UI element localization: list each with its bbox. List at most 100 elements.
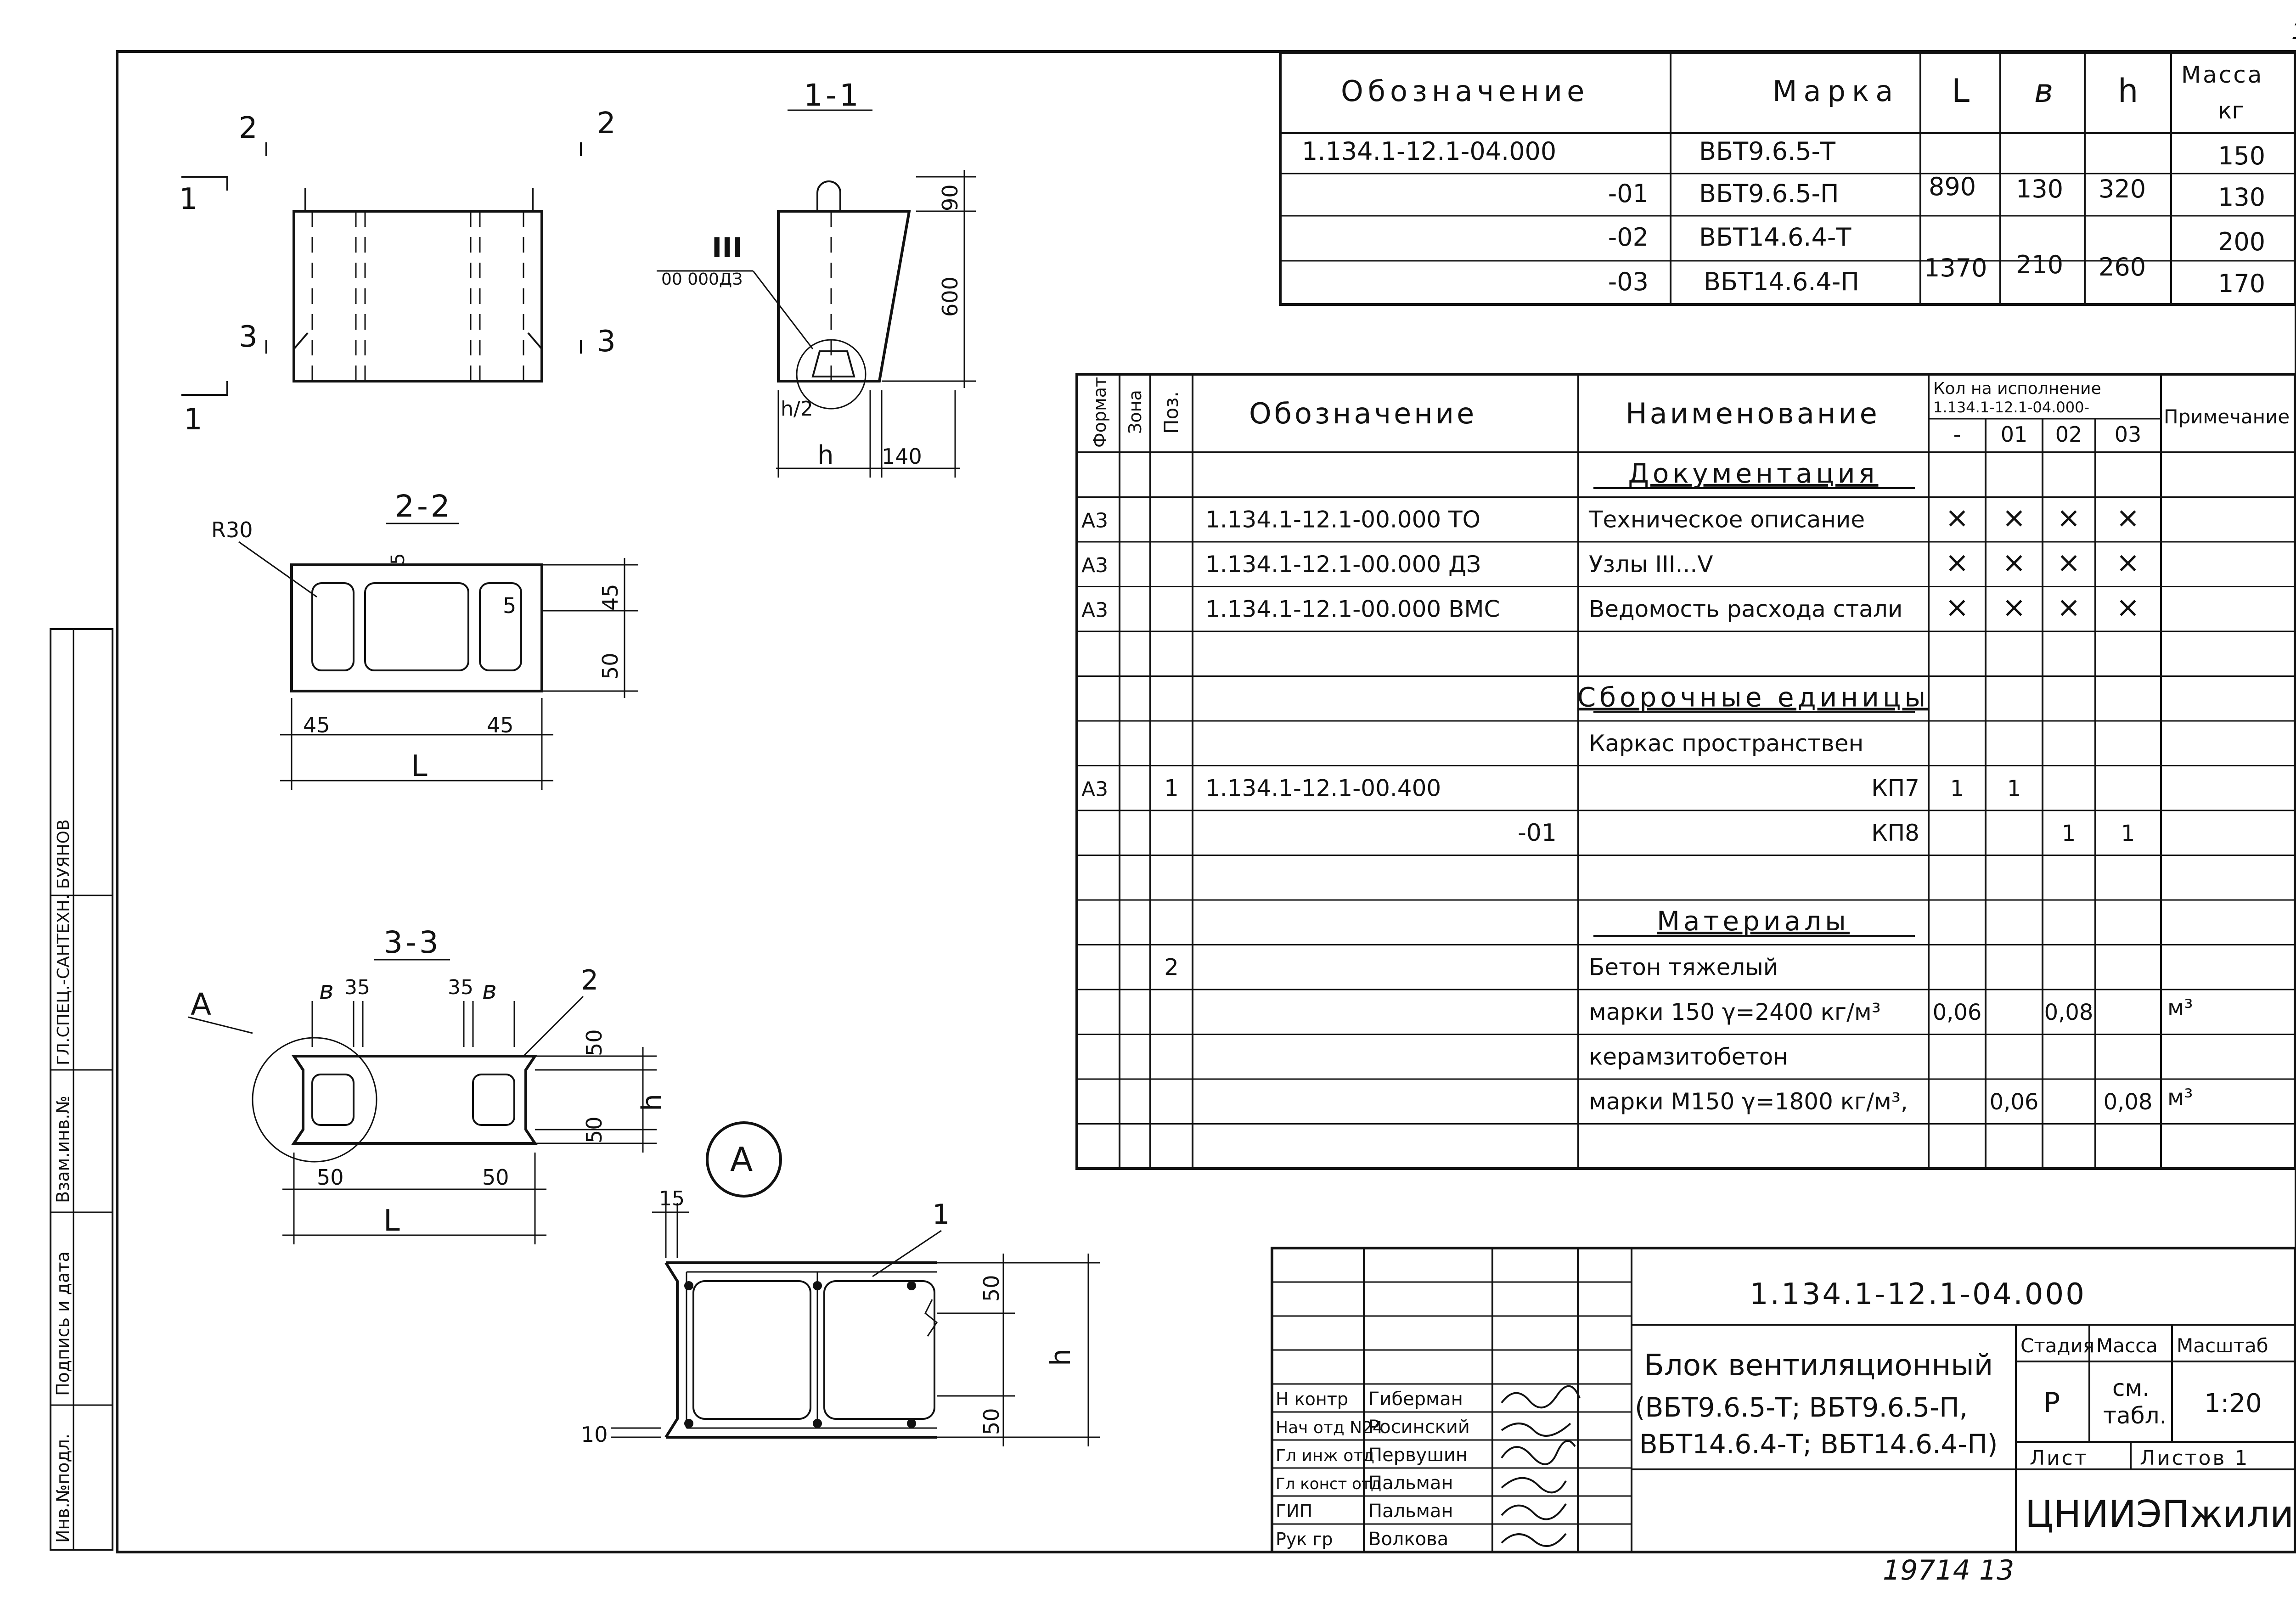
signer-role: Нач отд N24: [1276, 1418, 1383, 1437]
spec-cell-qty: ×: [2057, 591, 2081, 624]
spec-cell-name: Документация: [1628, 458, 1879, 489]
marks-row-mass: 200: [2218, 227, 2265, 256]
marks-row-mass: 170: [2218, 269, 2265, 298]
spec-header-zone: Зона: [1125, 390, 1145, 434]
dim-10: 10: [581, 1422, 608, 1447]
spec-table: [1075, 373, 2296, 1170]
title-sheets-label: Листов 1: [2140, 1446, 2249, 1470]
spec-header-qty-col: 02: [2055, 422, 2082, 447]
spec-cell-designation: 1.134.1-12.1-00.000 ТО: [1205, 506, 1480, 533]
spec-header-pos: Поз.: [1160, 391, 1182, 434]
detail-A-drawing: [611, 1121, 1100, 1446]
marks-header-mass-unit: кг: [2218, 97, 2244, 124]
dim-h: h: [817, 440, 834, 470]
dim-45: 45: [487, 713, 514, 737]
dim-50: 50: [979, 1408, 1004, 1435]
spec-cell-name: Бетон тяжелый: [1589, 954, 1778, 981]
title-mass-value: табл.: [2103, 1402, 2167, 1429]
spec-header-qty-col: 03: [2115, 422, 2142, 447]
spec-header-qty-col: -: [1953, 422, 1961, 447]
signer-name: Первушин: [1368, 1445, 1468, 1466]
title-line: Блок вентиляционный: [1644, 1349, 1993, 1383]
dim-50: 50: [582, 1116, 607, 1143]
marks-group-L: 1370: [1924, 253, 1987, 282]
stamp-inv-replace: Взам.инв.№: [53, 1096, 73, 1203]
dim-50: 50: [317, 1165, 344, 1190]
archive-number: 19714 13: [1883, 1554, 2014, 1586]
spec-cell-qty: ×: [2116, 546, 2140, 579]
signer-name: Пальман: [1368, 1501, 1453, 1522]
dim-50: 50: [482, 1165, 509, 1190]
spec-cell-qty: 0,06: [1990, 1089, 2039, 1115]
spec-cell-designation: 1.134.1-12.1-00.000 ВМС: [1205, 596, 1500, 623]
spec-cell-designation: 1.134.1-12.1-00.000 ДЗ: [1205, 551, 1481, 578]
dim-h: h: [1045, 1349, 1077, 1366]
title-block: [1271, 1247, 2296, 1553]
dim-90: 90: [938, 184, 962, 211]
section-mark: 2: [239, 111, 258, 145]
marks-header-b: в: [2034, 72, 2053, 110]
spec-cell-qty: ×: [2002, 546, 2026, 579]
spec-cell-qty: 1: [1950, 776, 1964, 802]
title-mass-value: см.: [2112, 1375, 2150, 1401]
marks-row-designation: -02: [1608, 223, 1649, 252]
spec-header-format: Формат: [1090, 377, 1110, 448]
marks-header-designation: Обозначение: [1341, 74, 1589, 108]
spec-cell-name: Ведомость расхода стали: [1589, 596, 1902, 623]
dim-r30: R30: [211, 517, 253, 542]
marks-header-mark: Марка: [1773, 74, 1899, 108]
spec-cell-pos: 1: [1164, 775, 1179, 802]
dim-50: 50: [582, 1029, 607, 1056]
node-document: 00 000ДЗ: [661, 270, 743, 289]
section-1-1-drawing: [657, 109, 976, 478]
marks-header-L: L: [1952, 72, 1970, 110]
spec-header-qty-col: 01: [2001, 422, 2028, 447]
title-sheet-label: Лист: [2030, 1446, 2088, 1470]
callout-pos-1: 1: [932, 1198, 950, 1231]
title-code: 1.134.1-12.1-04.000: [1750, 1277, 2086, 1311]
title-stage-label: Стадия: [2020, 1334, 2094, 1357]
spec-cell-name: Техническое описание: [1588, 506, 1865, 533]
marks-row-designation: -01: [1608, 179, 1649, 208]
marks-group-h: 320: [2099, 174, 2146, 203]
dim-L: L: [383, 1204, 400, 1238]
marks-row-mass: 130: [2218, 183, 2265, 212]
spec-cell-name: Узлы III...V: [1589, 551, 1713, 578]
spec-cell-qty: ×: [2057, 501, 2081, 534]
spec-cell-qty: ×: [2002, 591, 2026, 624]
signer-role: Гл инж отд: [1276, 1446, 1374, 1465]
marks-group-b: 130: [2016, 174, 2063, 203]
spec-header-name: Наименование: [1626, 397, 1880, 430]
dim-5: 5: [388, 553, 409, 565]
spec-cell-name: КП8: [1871, 820, 1919, 846]
spec-cell-format: А3: [1081, 599, 1108, 622]
spec-cell-qty: ×: [1945, 546, 1969, 579]
dim-600: 600: [938, 276, 962, 317]
spec-cell-qty: 1: [2121, 821, 2135, 846]
section-title-2-2: 2-2: [395, 489, 453, 524]
spec-cell-name: Каркас пространствен: [1589, 730, 1863, 757]
spec-cell-qty: ×: [2002, 501, 2026, 534]
spec-cell-name: КП7: [1871, 775, 1919, 802]
dim-h2: h/2: [781, 397, 813, 421]
marks-table: [1279, 51, 2296, 306]
left-binding-stamp: Инв.№подл. Подпись и дата Взам.инв.№ ГЛ.…: [50, 628, 113, 1551]
node-reference: III: [712, 232, 743, 264]
title-mass-label: Масса: [2096, 1334, 2158, 1357]
stamp-inv-original: Инв.№подл.: [53, 1434, 73, 1543]
spec-cell-qty: 1: [2062, 821, 2076, 846]
spec-cell-name: Материалы: [1657, 906, 1850, 937]
front-view-drawing: [181, 142, 582, 396]
spec-cell-format: А3: [1081, 509, 1108, 533]
spec-cell-qty: 0,08: [2104, 1089, 2153, 1115]
callout-A: А: [191, 987, 211, 1022]
dim-15: 15: [659, 1187, 685, 1210]
spec-cell-designation: -01: [1518, 819, 1557, 847]
spec-cell-qty: 0,06: [1933, 1000, 1982, 1025]
spec-cell-name: марки 150 γ=2400 кг/м³: [1589, 999, 1881, 1025]
signature-scribbles: [1501, 1385, 1581, 1547]
signer-role: Рук гр: [1276, 1529, 1333, 1549]
title-stage: Р: [2043, 1387, 2060, 1419]
spec-cell-qty: ×: [2057, 546, 2081, 579]
